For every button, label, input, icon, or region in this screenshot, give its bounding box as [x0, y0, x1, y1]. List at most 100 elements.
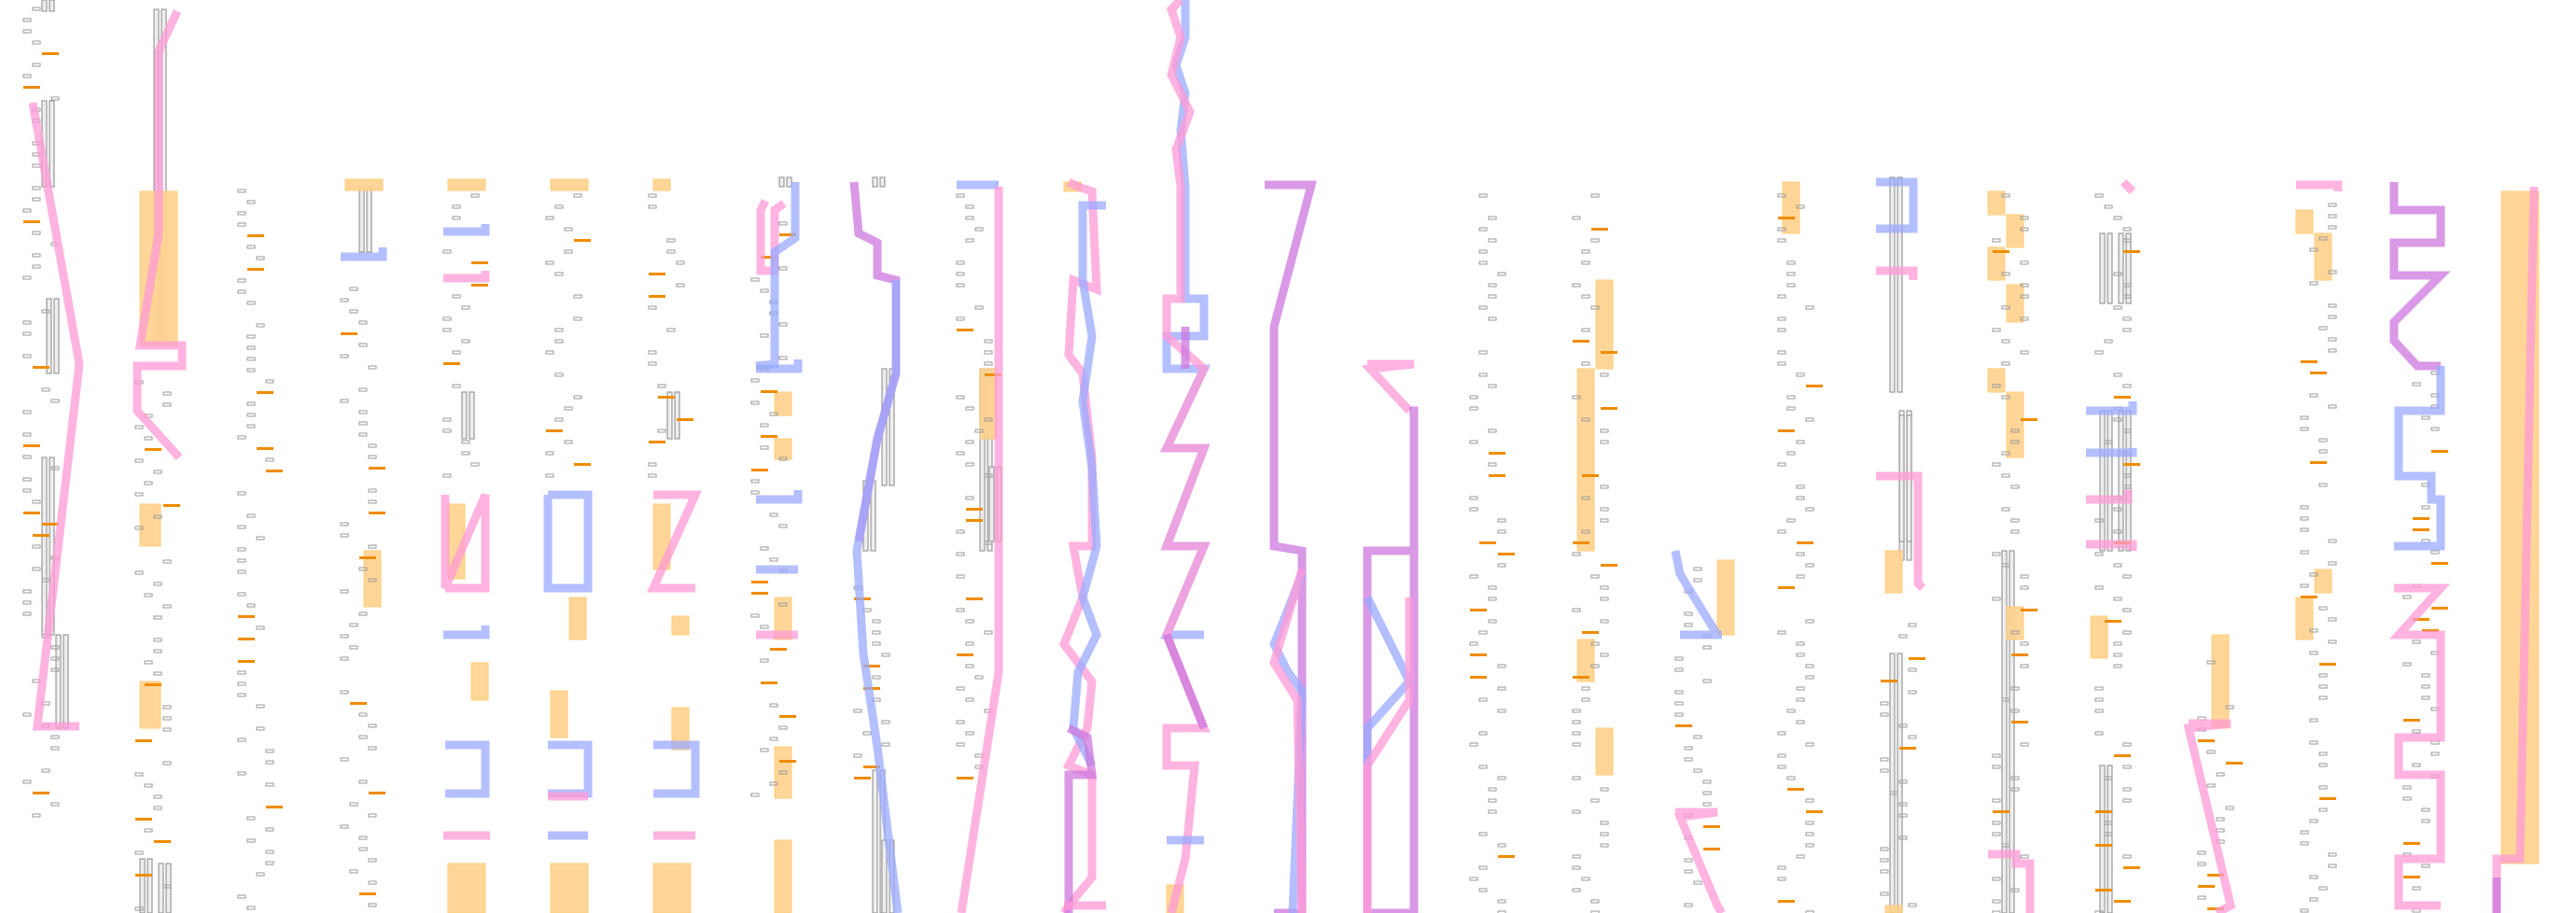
- orange-block: [568, 597, 587, 640]
- gray-marker: [1684, 746, 1693, 751]
- gray-marker: [1786, 406, 1796, 411]
- gray-marker: [246, 424, 256, 428]
- gray-marker: [1600, 485, 1609, 489]
- gray-marker: [1805, 507, 1814, 512]
- gray-marker: [265, 850, 274, 854]
- gray-marker: [1880, 757, 1889, 762]
- gray-marker: [144, 660, 153, 665]
- gray-marker: [1805, 664, 1814, 668]
- gray-marker: [956, 451, 965, 456]
- gray-marker: [1581, 496, 1590, 500]
- gray-marker: [1880, 768, 1889, 773]
- gray-marker: [237, 525, 246, 529]
- orange-block: [2006, 606, 2024, 640]
- flow-path: [1363, 597, 1414, 913]
- gray-marker: [22, 208, 32, 213]
- gray-marker: [349, 623, 358, 627]
- orange-bar-marker: [546, 429, 563, 432]
- gray-marker: [1786, 272, 1796, 276]
- orange-bar-marker: [2319, 797, 2336, 800]
- gray-marker: [1600, 653, 1609, 657]
- orange-bar-marker: [2095, 844, 2112, 847]
- gray-marker: [22, 331, 32, 336]
- gray-marker: [2122, 787, 2132, 792]
- gray-marker: [1796, 204, 1805, 209]
- gray-marker: [1488, 294, 1497, 299]
- gray-marker: [2104, 776, 2113, 780]
- orange-bar-marker: [1787, 788, 1804, 791]
- gray-marker: [2104, 821, 2113, 825]
- flow-path: [443, 271, 490, 283]
- gray-marker: [442, 417, 452, 422]
- orange-bar-marker: [1489, 452, 1505, 455]
- orange-blocks-layer: [139, 178, 2540, 913]
- gray-marker: [965, 238, 974, 243]
- gray-marker: [2020, 216, 2029, 220]
- gray-marker: [1786, 709, 1796, 713]
- gray-marker: [2113, 216, 2122, 220]
- gray-marker: [2328, 639, 2337, 644]
- gray-marker: [1992, 552, 2001, 556]
- gray-marker: [554, 372, 564, 377]
- gray-marker: [349, 645, 358, 650]
- flow-path: [756, 198, 787, 275]
- orange-bar-marker: [2310, 461, 2327, 464]
- gray-marker: [2113, 529, 2122, 534]
- orange-block: [774, 391, 792, 416]
- gray-marker: [1674, 701, 1684, 706]
- orange-bar-marker: [1778, 586, 1795, 589]
- orange-bar-marker: [1470, 609, 1487, 611]
- gray-marker: [2430, 751, 2440, 756]
- gray-marker: [1478, 227, 1488, 232]
- orange-bar-marker: [369, 467, 385, 470]
- gray-marker: [2122, 294, 2132, 299]
- gray-marker: [956, 742, 965, 747]
- gray-marker: [1600, 372, 1609, 377]
- flow-path: [441, 493, 490, 593]
- gray-marker: [153, 638, 162, 642]
- gray-marker: [750, 613, 760, 618]
- orange-bar-marker: [2114, 754, 2131, 757]
- orange-bar-marker: [574, 239, 591, 242]
- orange-bar-marker: [2123, 463, 2140, 466]
- gray-marker: [2328, 404, 2337, 409]
- gray-marker: [2020, 227, 2029, 232]
- gray-marker: [22, 320, 32, 325]
- gray-marker: [1796, 372, 1805, 377]
- gray-marker: [1702, 780, 1712, 784]
- orange-bar-marker: [33, 366, 49, 369]
- gray-marker: [1581, 294, 1590, 299]
- gray-marker: [442, 473, 452, 478]
- gray-rail: [666, 391, 673, 440]
- gray-marker: [1488, 597, 1497, 601]
- gray-marker: [1805, 821, 1814, 825]
- gray-marker: [2412, 886, 2421, 891]
- gray-marker: [368, 499, 377, 504]
- gray-rail: [786, 176, 792, 188]
- gray-marker: [340, 656, 349, 661]
- gray-marker: [1908, 903, 1917, 907]
- gray-marker: [1777, 294, 1786, 299]
- gray-marker: [2020, 664, 2029, 668]
- gray-marker: [22, 432, 32, 437]
- gray-marker: [2122, 283, 2132, 288]
- gray-marker: [2104, 440, 2113, 444]
- gray-marker: [965, 697, 974, 702]
- gray-marker: [2300, 505, 2309, 510]
- orange-bar-marker: [1573, 340, 1589, 343]
- orange-block: [1576, 639, 1595, 682]
- gray-marker: [769, 703, 778, 708]
- gray-rail: [46, 298, 52, 374]
- orange-bar-marker: [135, 874, 152, 877]
- gray-marker: [2020, 574, 2029, 579]
- gray-marker: [1478, 350, 1488, 355]
- paths-layer: [28, 0, 2539, 913]
- gray-marker: [41, 578, 50, 583]
- gray-marker: [22, 275, 32, 280]
- gray-marker: [1572, 720, 1581, 724]
- gray-marker: [1572, 809, 1581, 814]
- gray-marker: [1469, 742, 1478, 747]
- gray-marker: [1898, 813, 1908, 818]
- gray-marker: [2309, 393, 2318, 398]
- gray-marker: [1805, 843, 1814, 848]
